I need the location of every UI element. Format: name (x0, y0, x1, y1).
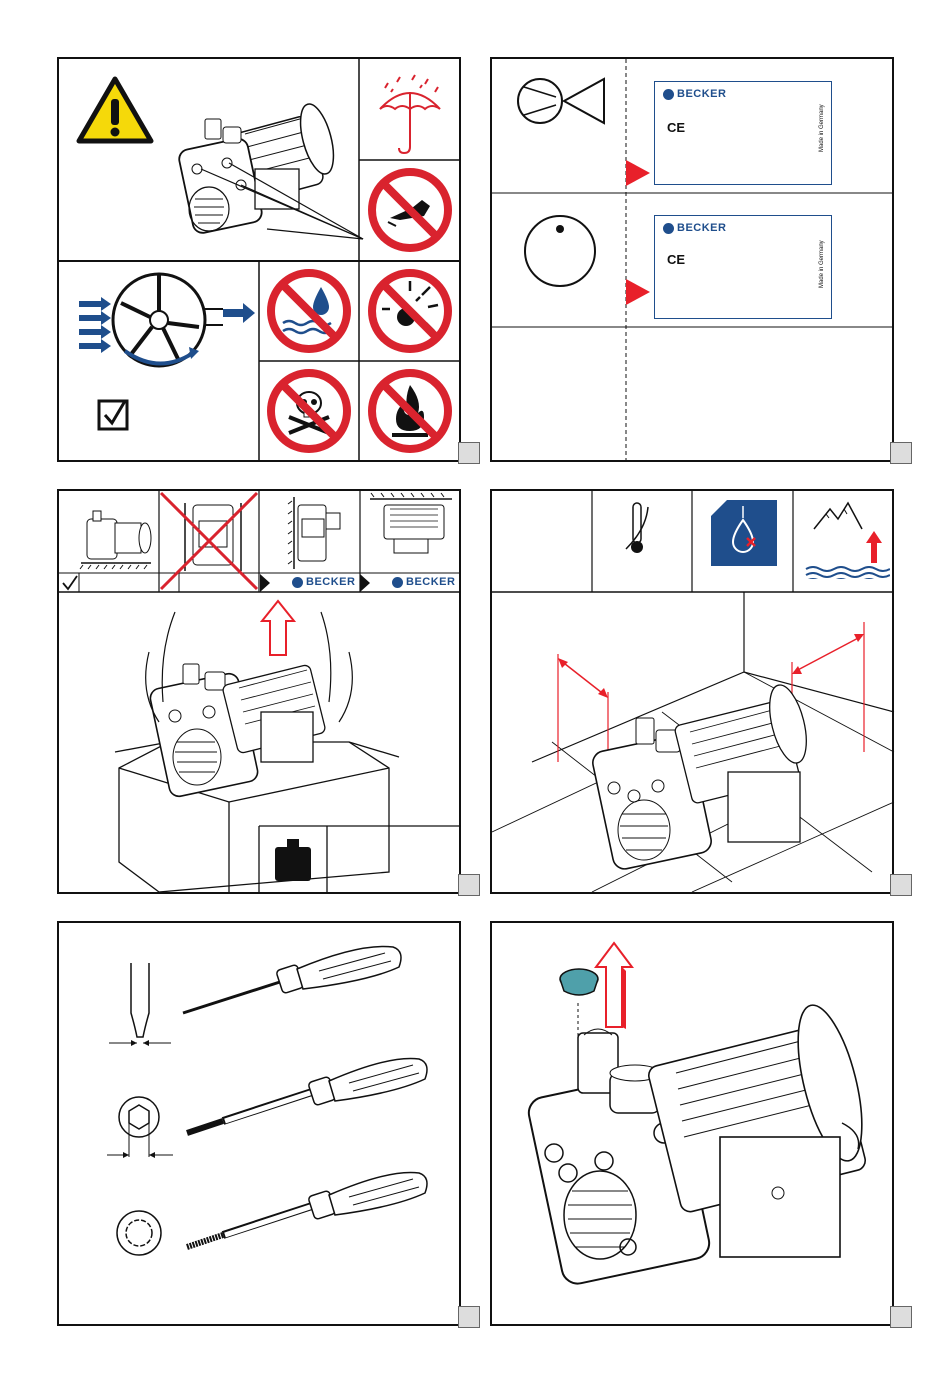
flat-screwdriver-icon (179, 937, 419, 1027)
no-liquids-icon (259, 261, 359, 361)
made-in-label: Made in Germany (819, 240, 825, 288)
pointer-tag-icon (260, 574, 270, 592)
hex-profile-icon (99, 1089, 179, 1169)
panel-remove-cap (490, 921, 894, 1326)
flat-blade-profile-icon (99, 957, 179, 1047)
becker-logo-icon (392, 577, 403, 588)
check-box-icon (95, 395, 135, 435)
pump-illustration (167, 89, 367, 259)
pump-closeup-illustration (492, 923, 896, 1328)
pointer-tag-icon (360, 574, 370, 592)
ce-mark: CE (667, 120, 685, 135)
umbrella-rain-icon (360, 59, 460, 159)
page-marker (890, 1306, 912, 1328)
page-marker (890, 874, 912, 896)
becker-logo: BECKER (292, 576, 355, 588)
no-condensate-icon (711, 500, 777, 566)
becker-logo-icon (292, 577, 303, 588)
becker-logo-icon (663, 89, 674, 100)
rotary-vane-flow-icon (59, 265, 259, 385)
becker-logo-icon (663, 223, 674, 234)
page-marker (458, 1306, 480, 1328)
mounting-forbidden-icon (159, 491, 259, 592)
made-in-label: Made in Germany (819, 104, 825, 152)
panel-installation-environment (490, 489, 894, 894)
torx-screwdriver-icon (183, 1163, 433, 1263)
panel-tools (57, 921, 461, 1326)
page-marker (890, 442, 912, 464)
page-marker (458, 442, 480, 464)
check-mark-icon (60, 574, 80, 592)
pump-symbol-icon (514, 71, 614, 131)
torx-profile-icon (109, 1203, 169, 1263)
no-toxic-icon (259, 361, 359, 461)
panel-transport-unpacking: BECKER BECKER (57, 489, 461, 894)
no-explosive-icon (360, 261, 460, 361)
altitude-icon (800, 499, 890, 579)
weight-icon (273, 837, 313, 883)
becker-logo: BECKER (392, 576, 455, 588)
hex-screwdriver-icon (183, 1049, 433, 1149)
panel-safety-warnings (57, 57, 461, 462)
ce-mark: CE (667, 252, 685, 267)
clearance-illustration (492, 592, 896, 892)
ceiling-mount-icon (360, 491, 460, 573)
warning-triangle-icon (75, 75, 155, 145)
becker-logo: BECKER (663, 222, 726, 234)
thermometer-icon (622, 499, 652, 559)
no-flammable-icon (360, 361, 460, 461)
wall-mount-icon (260, 491, 360, 573)
no-oiling-icon (360, 160, 460, 260)
becker-logo: BECKER (663, 88, 726, 100)
unpacking-illustration (59, 592, 463, 892)
rotation-dial-icon (520, 211, 600, 291)
page-marker (458, 874, 480, 896)
red-pointer-icon (626, 279, 650, 305)
red-pointer-icon (626, 160, 650, 186)
panel-nameplate-identification: BECKER CE Made in Germany BECKER CE Made… (490, 57, 894, 462)
nameplate-bottom: BECKER CE Made in Germany (654, 215, 832, 319)
mounting-ok-icon (59, 491, 159, 573)
nameplate-top: BECKER CE Made in Germany (654, 81, 832, 185)
